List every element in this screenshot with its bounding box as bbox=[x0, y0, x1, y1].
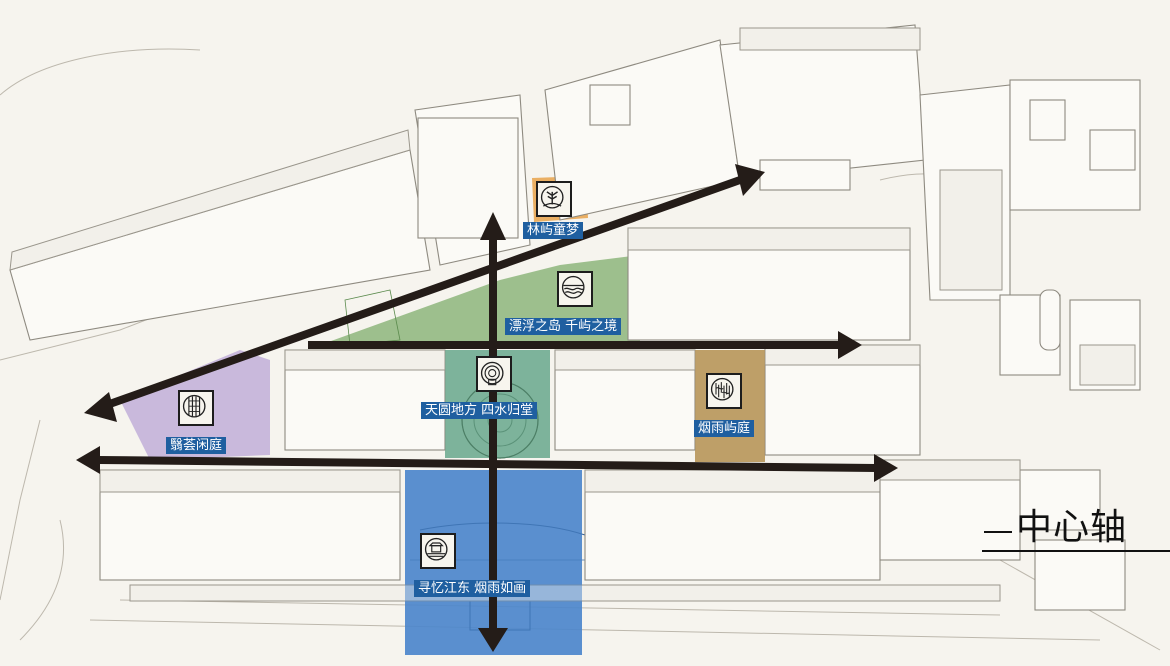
zone-label-jiangdong-memory: 寻忆江东 烟雨如画 bbox=[414, 580, 531, 597]
zone-label-misty-rain-court: 烟雨屿庭 bbox=[694, 420, 755, 437]
middle-buildings bbox=[284, 227, 921, 456]
axis-legend-label: 中心轴 bbox=[1016, 507, 1128, 548]
axis-arrowhead-west-lower bbox=[76, 446, 100, 474]
axis-arrowhead-north bbox=[480, 212, 506, 240]
screen-lattice-icon bbox=[178, 390, 214, 426]
east-buildings bbox=[919, 79, 1141, 611]
zone-label-shaded-leisure-court: 翳荟闲庭 bbox=[166, 437, 227, 454]
south-buildings bbox=[99, 459, 1021, 602]
axis-arrow-lower-horizontal bbox=[97, 456, 877, 472]
axis-arrowhead-south bbox=[478, 628, 508, 652]
axis-arrowhead-sw bbox=[84, 392, 117, 422]
north-buildings bbox=[9, 24, 926, 341]
axis-arrowhead-ne bbox=[735, 164, 765, 196]
central-axis-arrows bbox=[76, 164, 898, 652]
axis-legend-dash bbox=[984, 531, 1012, 533]
boat-pavilion-icon bbox=[420, 533, 456, 569]
sprout-seal-icon bbox=[536, 181, 572, 217]
axis-legend-underline bbox=[982, 550, 1170, 552]
axis-legend: 中心轴 bbox=[982, 506, 1170, 552]
axis-arrowhead-east-lower bbox=[874, 454, 898, 482]
concentric-circles-icon bbox=[476, 356, 512, 392]
axis-arrow-diagonal bbox=[102, 176, 742, 410]
axis-arrowhead-east-upper bbox=[838, 331, 862, 359]
zone-label-floating-island: 漂浮之岛 千屿之境 bbox=[505, 318, 622, 335]
island-waves-icon bbox=[557, 271, 593, 307]
zone-label-forest-dream: 林屿童梦 bbox=[523, 222, 584, 239]
rain-pattern-icon bbox=[706, 373, 742, 409]
zone-label-round-square-plaza: 天圆地方 四水归堂 bbox=[421, 402, 538, 419]
